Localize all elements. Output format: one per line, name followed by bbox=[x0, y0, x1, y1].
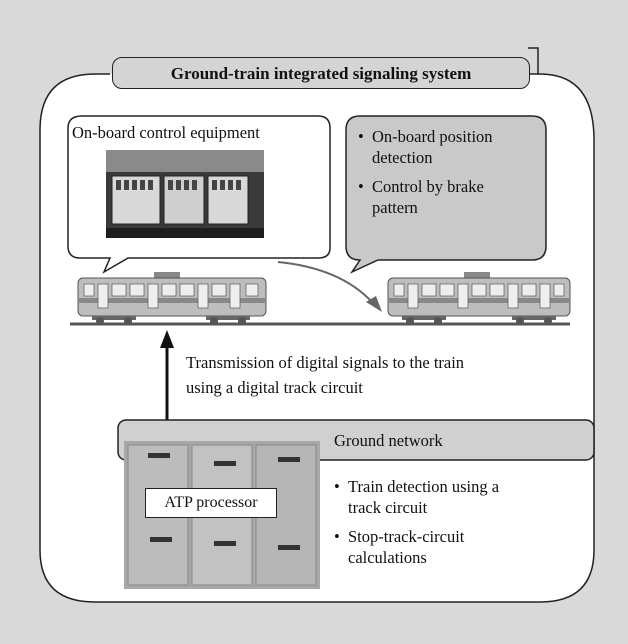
system-title: Ground-train integrated signaling system bbox=[112, 57, 530, 89]
title-bracket bbox=[528, 47, 539, 74]
ground-network-label: Ground network bbox=[334, 431, 443, 450]
onboard-equipment-label: On-board control equipment bbox=[72, 123, 260, 142]
ground-feature-item: Train detection using a track circuit bbox=[334, 476, 524, 518]
onboard-equipment-photo bbox=[106, 150, 264, 238]
onboard-feature-item: Control by brake pattern bbox=[358, 176, 502, 218]
movement-arrowhead bbox=[366, 296, 382, 312]
onboard-features-list: On-board position detection Control by b… bbox=[358, 126, 538, 218]
train-right bbox=[387, 272, 571, 325]
transmission-arrowhead bbox=[160, 330, 174, 348]
movement-arrow bbox=[277, 261, 373, 303]
atp-processor-label: ATP processor bbox=[145, 488, 277, 518]
train-left bbox=[77, 272, 267, 325]
ground-feature-item: Stop-track-circuit calculations bbox=[334, 526, 518, 568]
transmission-line-1: Transmission of digital signals to the t… bbox=[186, 353, 465, 372]
transmission-line-2: using a digital track circuit bbox=[186, 378, 363, 397]
ground-features-list: Train detection using a track circuit St… bbox=[334, 476, 534, 568]
transmission-label: Transmission of digital signals to the t… bbox=[186, 352, 464, 398]
onboard-feature-item: On-board position detection bbox=[358, 126, 522, 168]
